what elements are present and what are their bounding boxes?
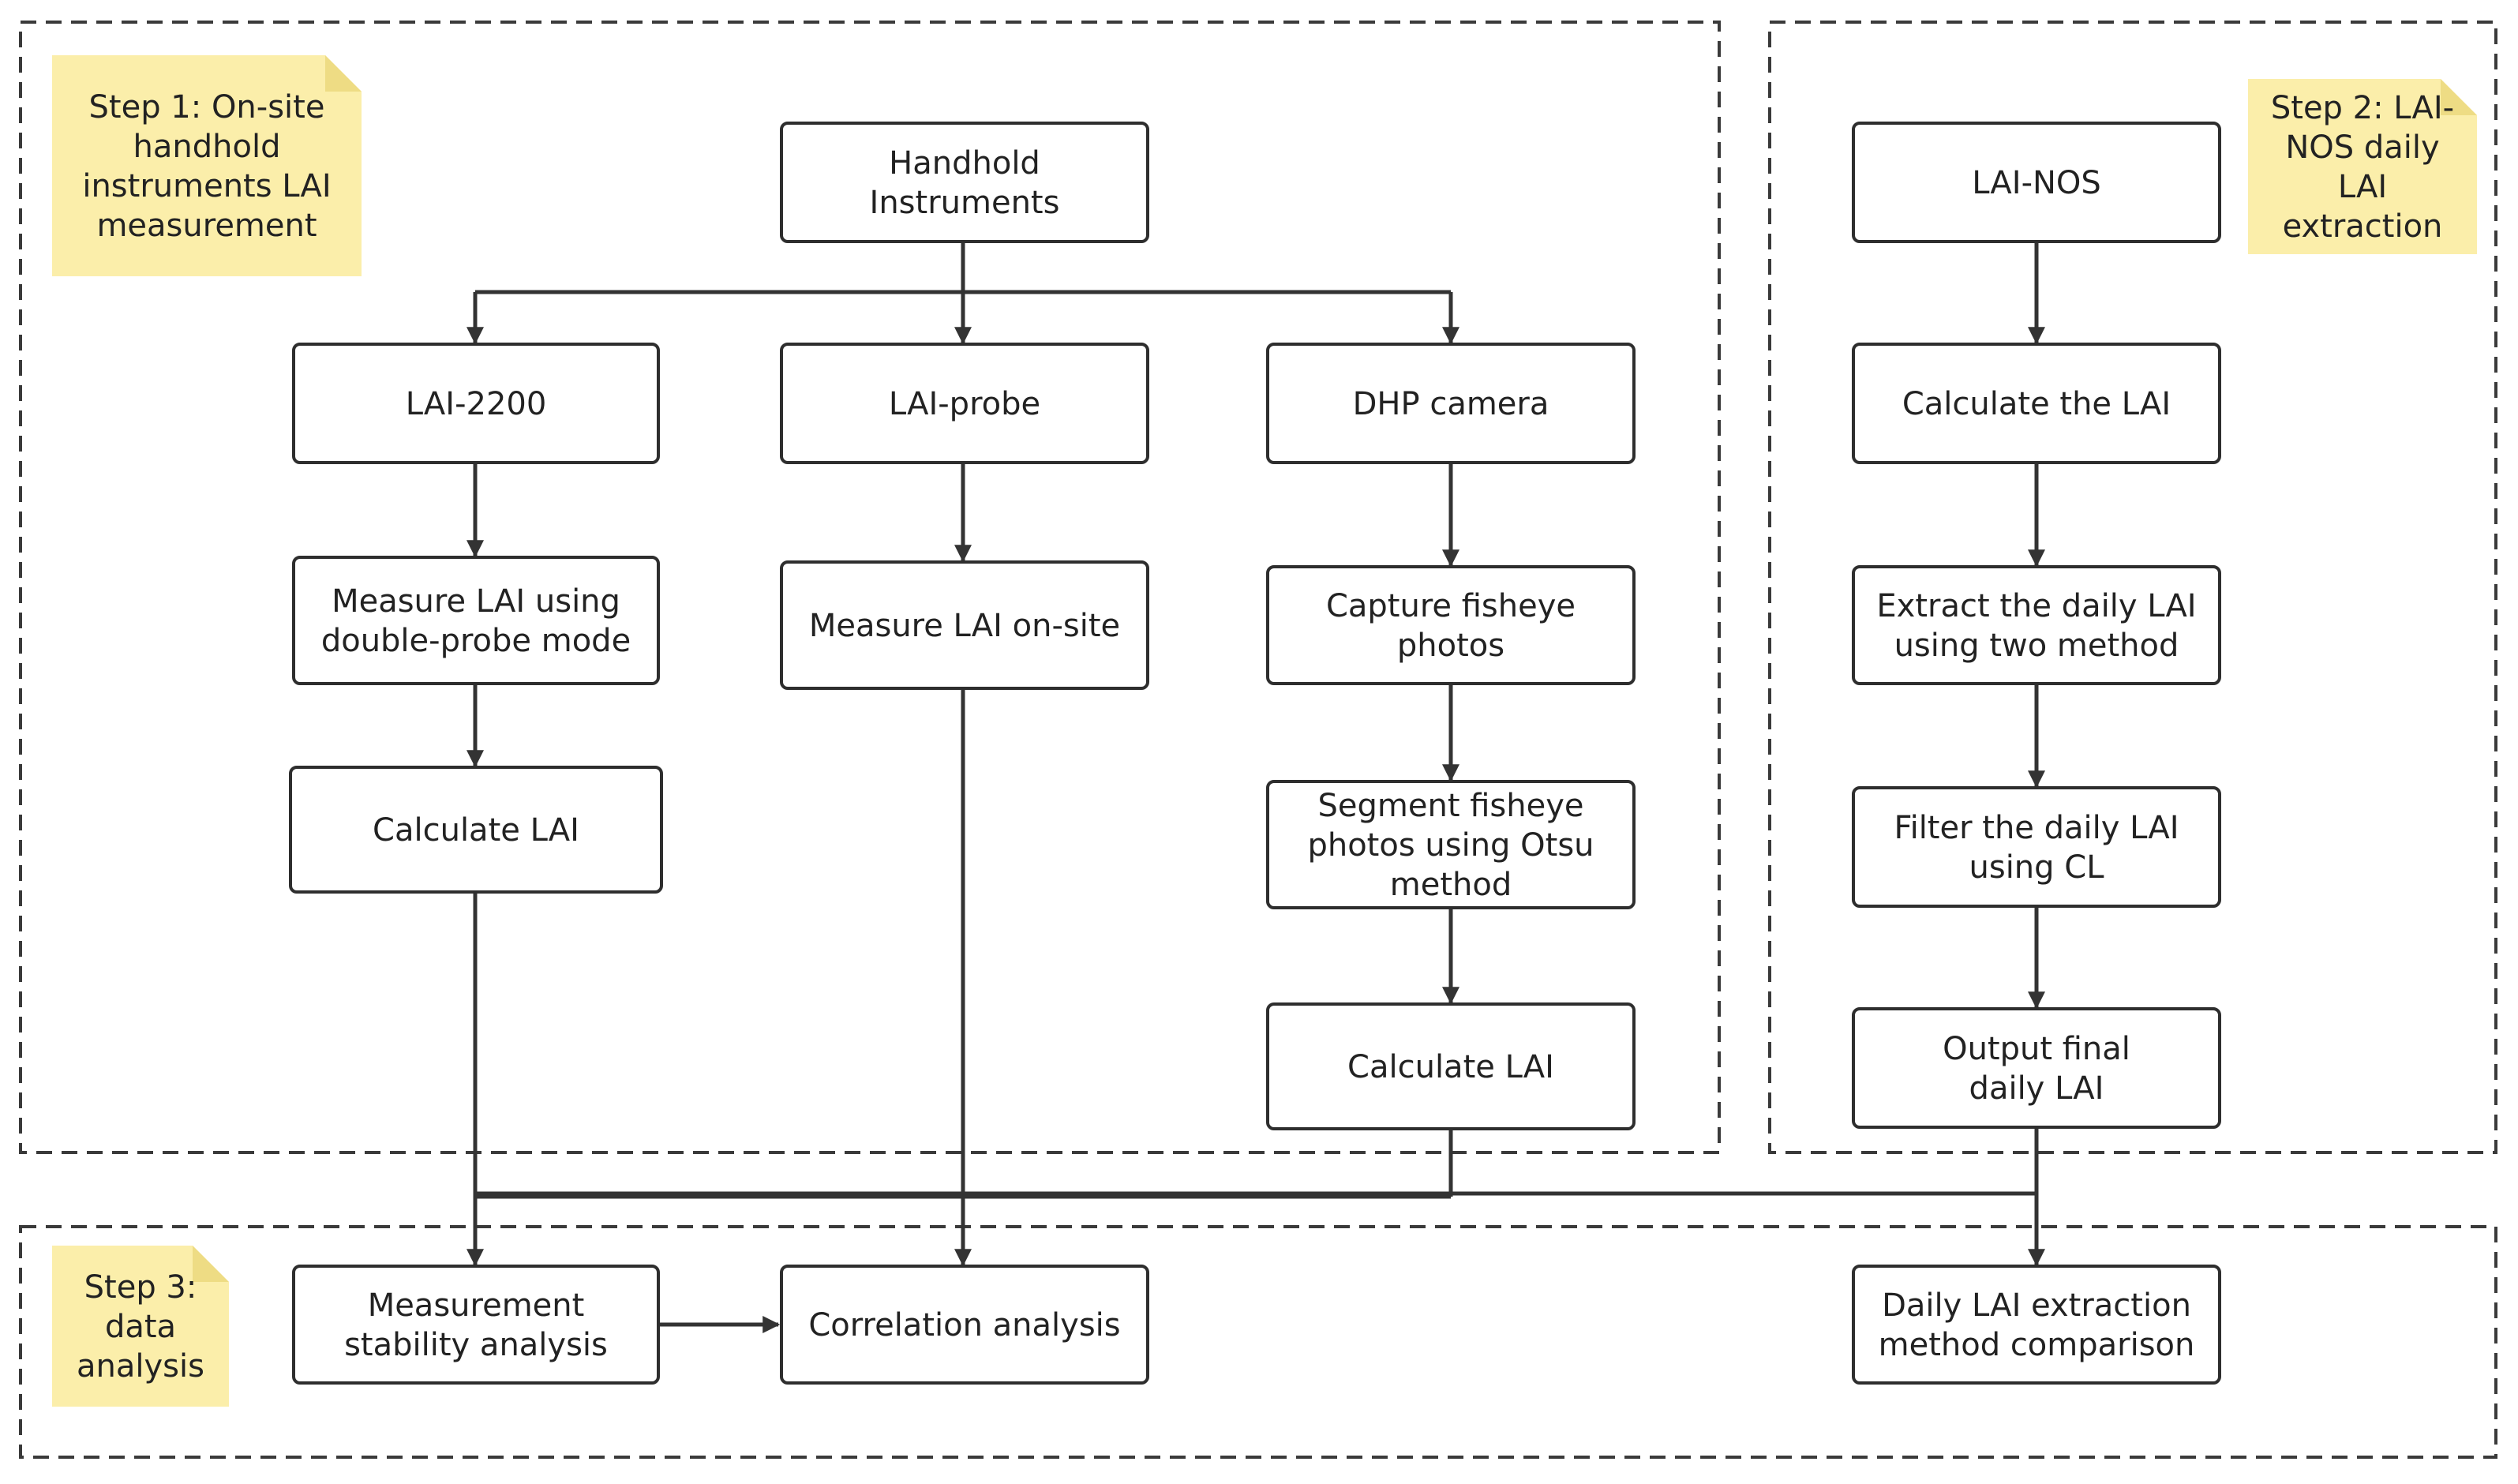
note-step2-line-4: extraction	[2283, 208, 2443, 245]
note-step1-line-2: handhold	[133, 129, 281, 165]
node-lai-2200-box	[292, 343, 660, 464]
node-lai-probe-line-1: LAI-probe	[889, 386, 1040, 422]
step3-group-frame	[19, 1225, 2497, 1459]
node-calculate-lai-left-line-1: Calculate LAI	[373, 812, 579, 849]
node-calculate-lai-left-box	[289, 766, 663, 894]
node-calculate-lai-right-line-1: Calculate LAI	[1347, 1049, 1554, 1085]
node-measure-onsite-line-1: Measure LAI on-site	[809, 608, 1120, 644]
node-measurement-stability-line-1: Measurement	[368, 1287, 585, 1324]
node-lai-nos: LAI-NOS	[1852, 122, 2221, 243]
node-daily-lai-comparison-box	[1852, 1265, 2221, 1385]
note-step1-line-4: measurement	[96, 208, 317, 244]
node-capture-fisheye-box	[1266, 565, 1636, 685]
node-filter-daily-lai-box	[1852, 786, 2221, 908]
note-step2-fold	[2441, 79, 2477, 115]
node-lai-nos-box	[1852, 122, 2221, 243]
node-segment-fisheye-box	[1266, 780, 1636, 909]
node-handhold-instruments-line-2: Instruments	[870, 185, 1060, 221]
node-measurement-stability-box	[292, 1265, 660, 1385]
node-measure-onsite: Measure LAI on-site	[780, 560, 1149, 690]
node-dhp-camera-box	[1266, 343, 1636, 464]
node-dhp-camera: DHP camera	[1266, 343, 1636, 464]
node-correlation-analysis-line-1: Correlation analysis	[808, 1307, 1120, 1343]
note-step1-paper	[52, 55, 362, 276]
node-lai-nos-line-1: LAI-NOS	[1972, 165, 2101, 201]
node-calculate-lai-right: Calculate LAI	[1266, 1002, 1636, 1130]
node-calculate-the-lai-line-1: Calculate the LAI	[1902, 386, 2171, 422]
step1-group-frame	[19, 21, 1721, 1154]
node-dhp-camera-line-1: DHP camera	[1353, 386, 1549, 422]
note-step1-line-1: Step 1: On-site	[89, 89, 325, 126]
node-handhold-instruments-line-1: Handhold	[889, 145, 1040, 182]
node-segment-fisheye-line-3: method	[1390, 867, 1512, 903]
note-step1-fold	[325, 55, 362, 92]
node-correlation-analysis-box	[780, 1265, 1149, 1385]
node-measure-double-probe-line-1: Measure LAI using	[332, 583, 620, 620]
node-measurement-stability-line-2: stability analysis	[344, 1327, 608, 1363]
edges	[466, 242, 2046, 1334]
node-measure-double-probe-box	[292, 556, 660, 685]
node-lai-2200: LAI-2200	[292, 343, 660, 464]
node-capture-fisheye: Capture fisheye photos	[1266, 565, 1636, 685]
note-step2-paper	[2248, 79, 2477, 254]
node-lai-probe-box	[780, 343, 1149, 464]
note-step2-line-3: LAI	[2338, 169, 2387, 205]
node-extract-daily-lai-line-2: using two method	[1894, 628, 2179, 664]
node-correlation-analysis: Correlation analysis	[780, 1265, 1149, 1385]
node-extract-daily-lai: Extract the daily LAI using two method	[1852, 565, 2221, 685]
node-extract-daily-lai-box	[1852, 565, 2221, 685]
node-segment-fisheye-line-1: Segment fisheye	[1318, 788, 1584, 824]
node-calculate-the-lai: Calculate the LAI	[1852, 343, 2221, 464]
note-step3-paper	[52, 1246, 229, 1407]
node-extract-daily-lai-line-1: Extract the daily LAI	[1876, 588, 2196, 624]
node-filter-daily-lai-line-2: using CL	[1969, 849, 2105, 886]
node-segment-fisheye-line-2: photos using Otsu	[1307, 827, 1594, 864]
node-daily-lai-comparison-line-1: Daily LAI extraction	[1882, 1287, 2191, 1324]
node-calculate-lai-right-box	[1266, 1002, 1636, 1130]
node-lai-probe: LAI-probe	[780, 343, 1149, 464]
note-step3-fold	[193, 1246, 229, 1282]
node-measure-double-probe-line-2: double-probe mode	[321, 623, 631, 659]
note-step3-line-1: Step 3:	[84, 1269, 197, 1306]
node-output-final-daily-lai-line-2: daily LAI	[1969, 1070, 2104, 1107]
node-capture-fisheye-line-1: Capture fisheye	[1326, 588, 1576, 624]
node-handhold-instruments-box	[780, 122, 1149, 243]
node-calculate-the-lai-box	[1852, 343, 2221, 464]
node-lai-2200-line-1: LAI-2200	[406, 386, 547, 422]
node-measure-onsite-box	[780, 560, 1149, 690]
note-step2-line-2: NOS daily	[2285, 129, 2439, 166]
node-filter-daily-lai-line-1: Filter the daily LAI	[1894, 810, 2179, 846]
node-daily-lai-comparison-line-2: method comparison	[1879, 1327, 2195, 1363]
note-step2-line-1: Step 2: LAI-	[2271, 90, 2454, 126]
note-step3-line-2: data	[105, 1309, 176, 1345]
node-output-final-daily-lai-line-1: Output final	[1943, 1031, 2130, 1067]
node-capture-fisheye-line-2: photos	[1397, 628, 1504, 664]
node-calculate-lai-left: Calculate LAI	[289, 766, 663, 894]
node-output-final-daily-lai-box	[1852, 1007, 2221, 1129]
step2-group-frame	[1768, 21, 2497, 1154]
note-step3-line-3: analysis	[77, 1348, 204, 1385]
note-step1-line-3: instruments LAI	[82, 168, 331, 204]
